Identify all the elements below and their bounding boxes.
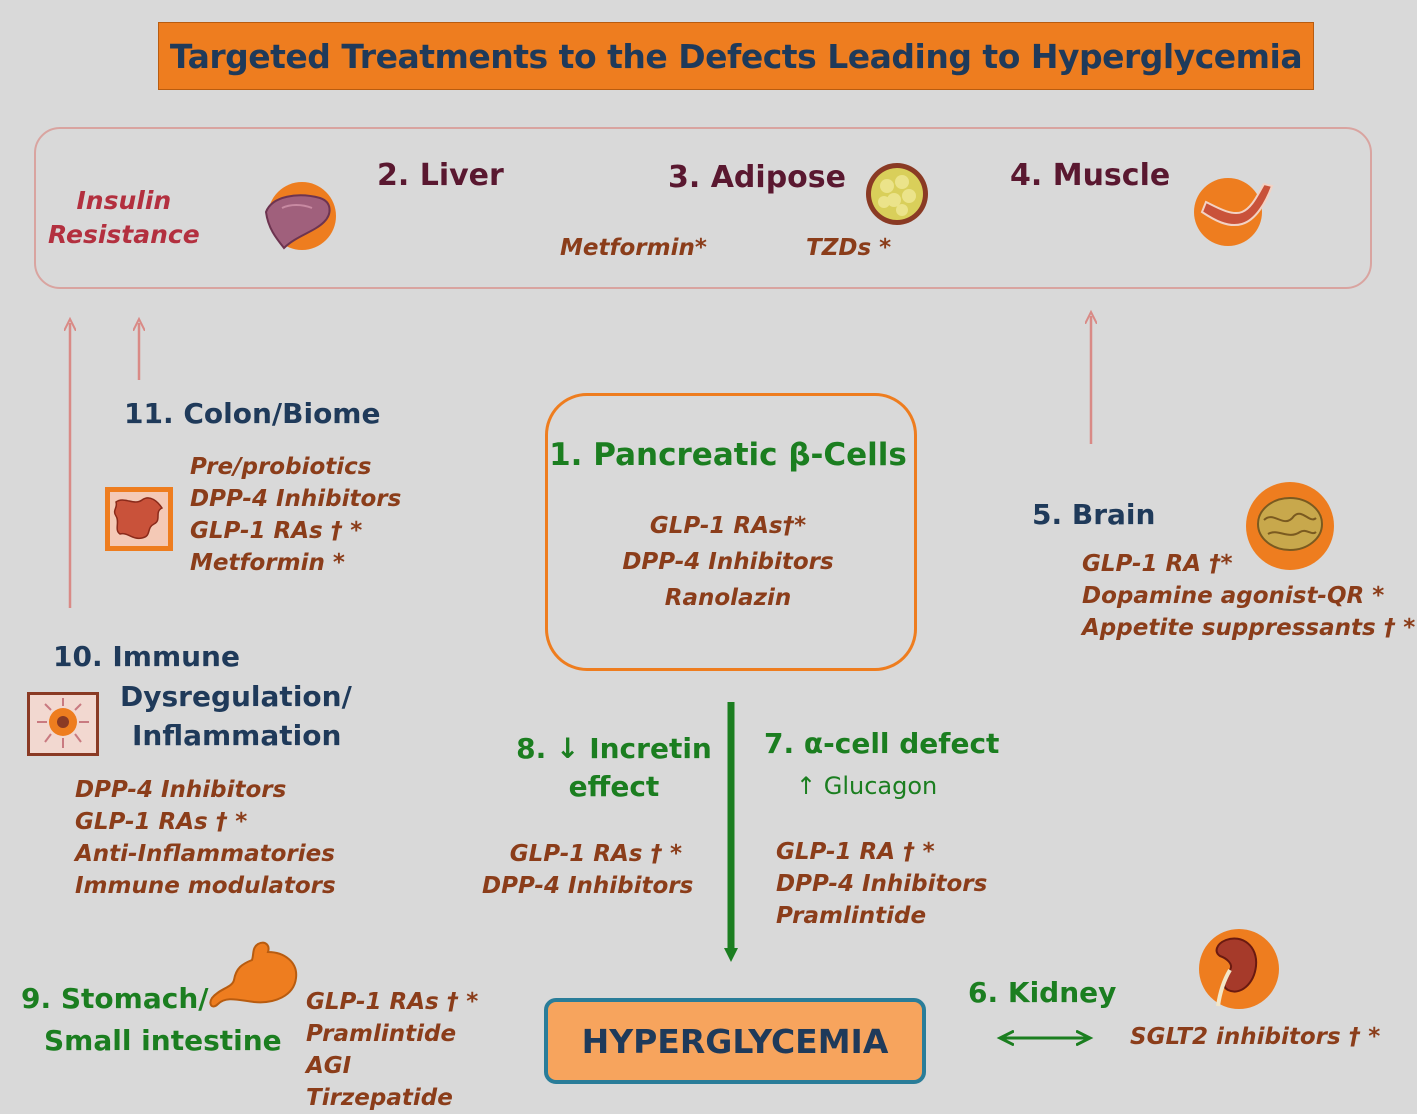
pancreas-drug-list: GLP-1 RAs†* DPP-4 Inhibitors Ranolazin: [545, 508, 911, 616]
drug-item: Anti-Inflammatories: [75, 841, 335, 867]
drug-item: GLP-1 RAs † *: [190, 518, 363, 544]
adipose-icon: [866, 163, 928, 225]
glucagon-label: ↑ Glucagon: [796, 772, 938, 800]
brain-label: 5. Brain: [1032, 498, 1156, 531]
brain-icon: [1246, 482, 1334, 570]
stomach-label-line2: Small intestine: [44, 1024, 282, 1057]
incretin-label: 8. ↓ Incretin effect: [508, 730, 720, 806]
drug-item: DPP-4 Inhibitors: [190, 486, 402, 512]
incretin-label-line2: effect: [568, 770, 660, 803]
colon-label: 11. Colon/Biome: [124, 397, 381, 430]
stomach-drug-list: GLP-1 RAs † * Pramlintide AGI Tirzepatid…: [306, 986, 478, 1114]
liver-label: 2. Liver: [377, 158, 504, 193]
brain-drug-list: GLP-1 RA †* Dopamine agonist-QR * Appeti…: [1082, 548, 1415, 644]
drug-item: Appetite suppressants † *: [1082, 615, 1416, 641]
insulin-resistance-label: Insulin Resistance: [48, 184, 200, 252]
alpha-cell-label: 7. α-cell defect: [764, 727, 1000, 760]
kidney-label: 6. Kidney: [968, 976, 1117, 1009]
drug-item: SGLT2 inhibitors † *: [1130, 1024, 1381, 1050]
resistance-label: Resistance: [48, 220, 200, 249]
diagram-title: Targeted Treatments to the Defects Leadi…: [158, 22, 1314, 90]
pancreatic-beta-cells-box: [545, 393, 917, 671]
pancreas-label: 1. Pancreatic β-Cells: [549, 437, 907, 473]
incretin-drug-list: GLP-1 RAs † * DPP-4 Inhibitors: [482, 838, 694, 902]
drug-item: GLP-1 RA † *: [776, 839, 935, 865]
drug-item: GLP-1 RAs†*: [649, 513, 807, 539]
kidney-drug-list: SGLT2 inhibitors † *: [1130, 1021, 1380, 1053]
incretin-label-line1: 8. ↓ Incretin: [516, 732, 712, 765]
immune-label-line2: Dysregulation/: [120, 680, 352, 713]
metformin-drug: Metformin*: [560, 235, 707, 261]
muscle-label: 4. Muscle: [1010, 158, 1171, 193]
hyperglycemia-box: HYPERGLYCEMIA: [544, 998, 926, 1084]
drug-item: GLP-1 RA †*: [1082, 551, 1233, 577]
colon-drug-list: Pre/probiotics DPP-4 Inhibitors GLP-1 RA…: [190, 451, 401, 579]
drug-item: Pre/probiotics: [190, 454, 372, 480]
colon-icon: [105, 487, 173, 551]
drug-item: Tirzepatide: [306, 1085, 453, 1111]
drug-item: Immune modulators: [75, 873, 336, 899]
immune-drug-list: DPP-4 Inhibitors GLP-1 RAs † * Anti-Infl…: [75, 774, 336, 902]
stomach-label-line1: 9. Stomach/: [21, 982, 209, 1015]
drug-item: Ranolazin: [664, 585, 792, 611]
liver-icon: [264, 182, 336, 250]
drug-item: Metformin *: [190, 550, 345, 576]
drug-item: DPP-4 Inhibitors: [482, 873, 694, 899]
adipose-label: 3. Adipose: [668, 160, 846, 195]
drug-item: Dopamine agonist-QR *: [1082, 583, 1385, 609]
drug-item: DPP-4 Inhibitors: [776, 871, 988, 897]
tzds-drug: TZDs *: [806, 235, 892, 261]
drug-item: GLP-1 RAs † *: [75, 809, 248, 835]
stomach-icon: [209, 941, 298, 1008]
drug-item: DPP-4 Inhibitors: [75, 777, 287, 803]
insulin-resistance-box: [34, 127, 1372, 289]
immune-label-line3: Inflammation: [132, 719, 342, 752]
alpha-drug-list: GLP-1 RA † * DPP-4 Inhibitors Pramlintid…: [776, 836, 987, 932]
immune-cell-icon: [27, 692, 99, 756]
drug-item: Pramlintide: [306, 1021, 457, 1047]
muscle-icon: [1194, 178, 1274, 246]
immune-label-line1: 10. Immune: [53, 640, 240, 673]
drug-item: DPP-4 Inhibitors: [622, 549, 834, 575]
drug-item: Pramlintide: [776, 903, 927, 929]
drug-item: GLP-1 RAs † *: [306, 989, 479, 1015]
kidney-icon: [1199, 929, 1279, 1009]
drug-item: GLP-1 RAs † *: [509, 841, 682, 867]
drug-item: AGI: [306, 1053, 352, 1079]
insulin-label: Insulin: [76, 186, 172, 215]
